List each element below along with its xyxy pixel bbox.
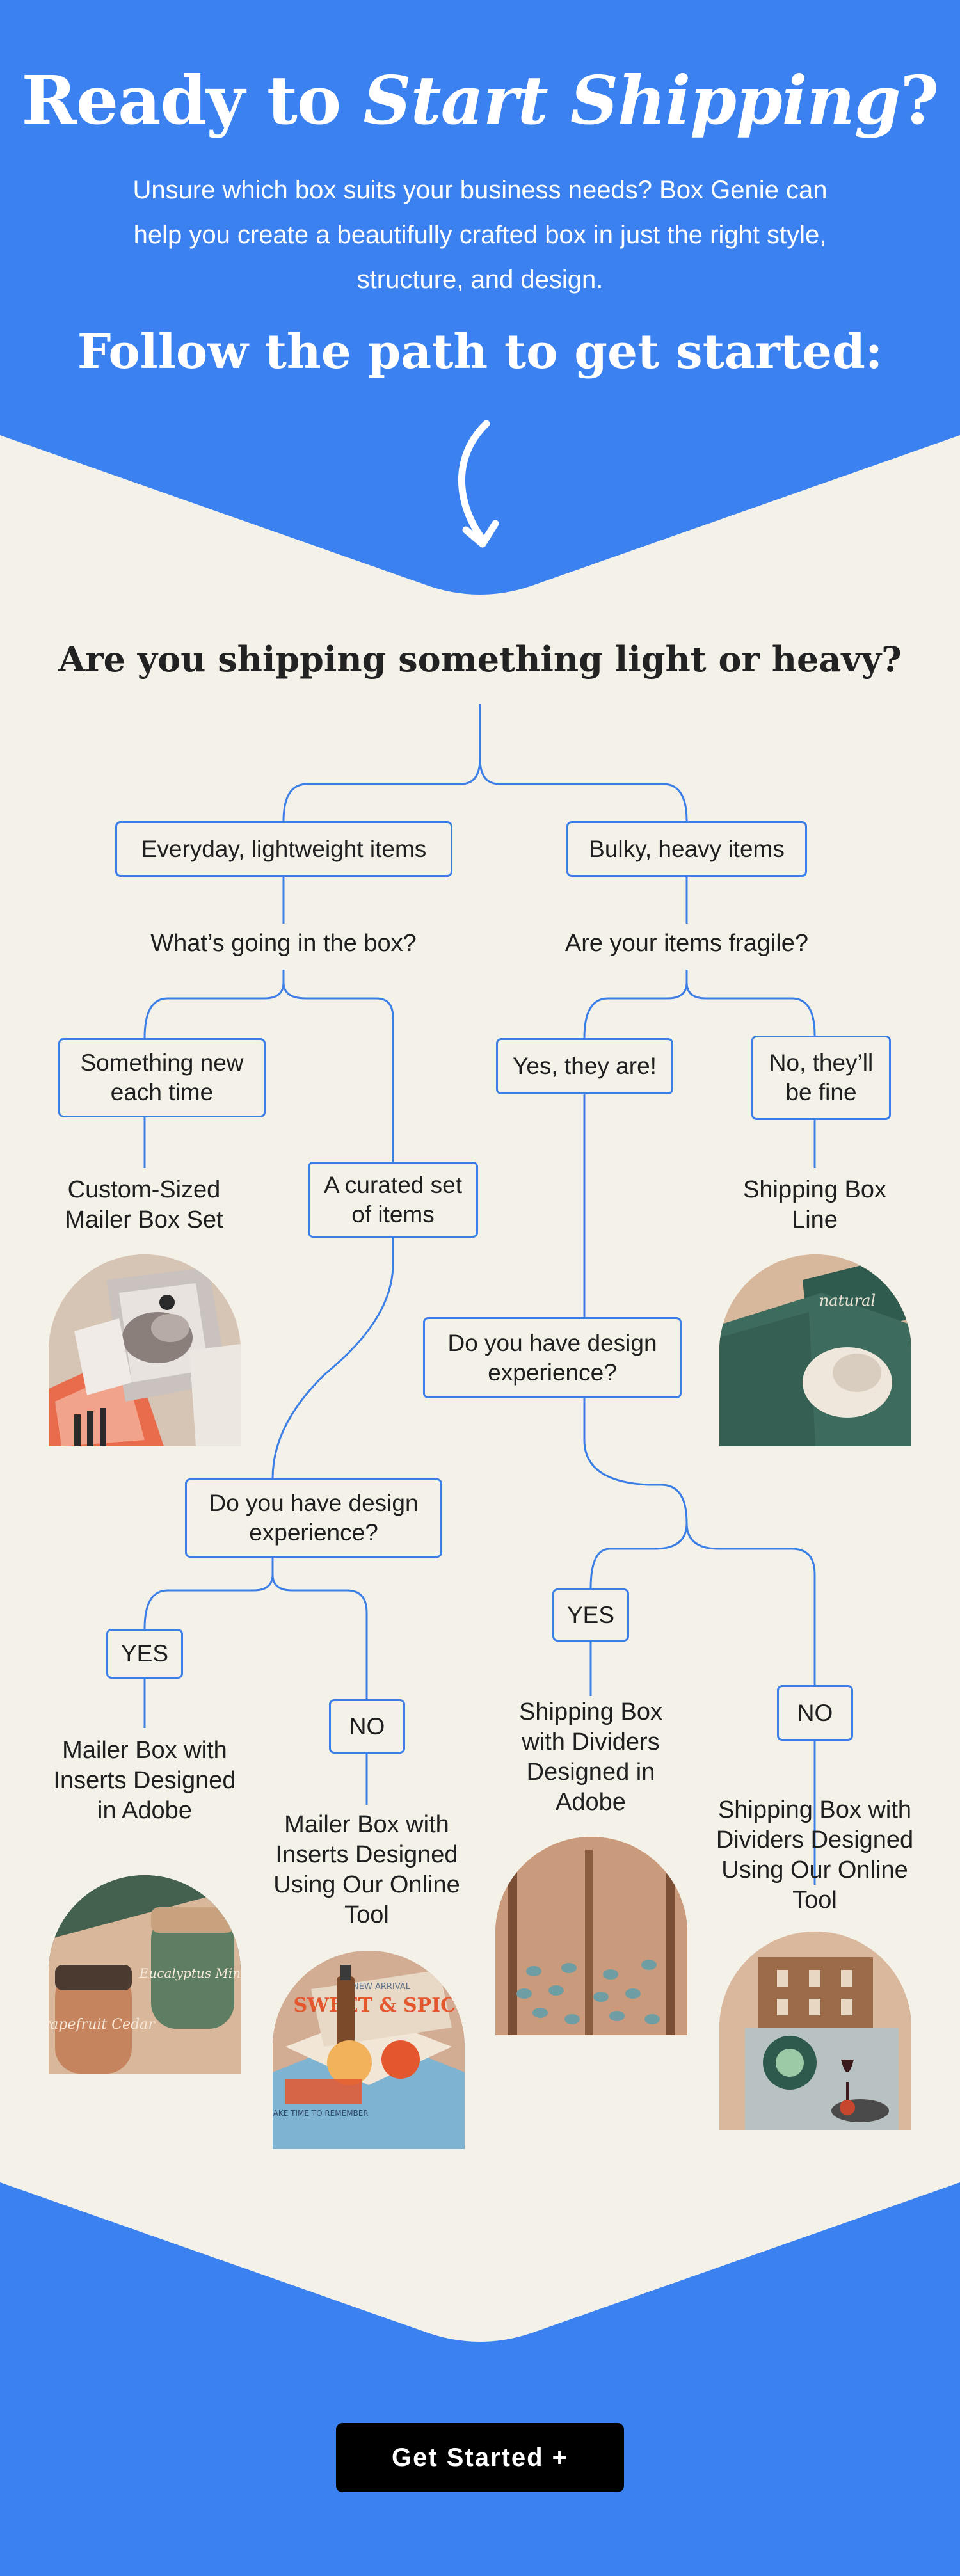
left-design-experience-question: Do you have design experience? (185, 1478, 442, 1558)
mailer-ribbon-text: NEW ARRIVAL (353, 1982, 411, 1992)
mailer-banner-text: SWEET & SPICY (294, 1994, 465, 2017)
result-shipping-dividers-online-tool: Shipping Box with Dividers Designed Usin… (716, 1796, 914, 1914)
shipping-box-line-image: natural (719, 1254, 911, 1446)
option-fragile-yes[interactable]: Yes, they are! (496, 1038, 673, 1094)
question-items-fragile: Are your items fragile? (546, 928, 828, 959)
jar-right-label: Eucalyptus Mint (139, 1965, 241, 1981)
hero-title: Ready to Start Shipping? (21, 61, 940, 140)
question-whats-in-box: What’s going in the box? (130, 928, 437, 959)
left-yes-option[interactable]: YES (106, 1629, 183, 1679)
get-started-button[interactable]: Get Started + (336, 2423, 624, 2492)
option-bulky-items[interactable]: Bulky, heavy items (566, 821, 807, 877)
right-yes-option[interactable]: YES (552, 1588, 629, 1642)
custom-mailer-box-image (49, 1254, 241, 1446)
green-box-brand-text: natural (819, 1292, 876, 1309)
option-curated-set[interactable]: A curated set of items (308, 1162, 478, 1238)
result-shipping-dividers-adobe: Shipping Box with Dividers Designed in A… (519, 1699, 662, 1816)
option-lightweight-items[interactable]: Everyday, lightweight items (115, 821, 452, 877)
option-fragile-no[interactable]: No, they’ll be fine (751, 1036, 891, 1120)
jar-left-label: Grapefruit Cedar (49, 2017, 156, 2033)
dividers-wine-box-image (719, 1932, 911, 2130)
right-design-experience-question: Do you have design experience? (423, 1317, 682, 1398)
right-no-option[interactable]: NO (777, 1685, 853, 1741)
follow-path-heading: Follow the path to get started: (77, 324, 883, 380)
curved-arrow-down-icon (458, 420, 499, 548)
main-question: Are you shipping something light or heav… (58, 639, 902, 680)
result-mailer-inserts-online-tool: Mailer Box with Inserts Designed Using O… (273, 1811, 460, 1928)
hero-subtitle: Unsure which box suits your business nee… (132, 176, 828, 294)
result-mailer-inserts-adobe: Mailer Box with Inserts Designed in Adob… (53, 1737, 236, 1824)
sweet-spicy-mailer-image: SWEET & SPICY NEW ARRIVAL MAKE TIME TO R… (273, 1951, 465, 2149)
patterned-shipping-box-image (495, 1837, 687, 2035)
result-custom-mailer-box-set: Custom-Sized Mailer Box Set (65, 1176, 223, 1233)
option-something-new[interactable]: Something new each time (58, 1038, 266, 1117)
left-no-option[interactable]: NO (329, 1699, 405, 1754)
jars-box-image: Grapefruit Cedar Eucalyptus Mint (49, 1875, 241, 2074)
mailer-side-text: MAKE TIME TO REMEMBER (273, 2109, 369, 2118)
result-shipping-box-line: Shipping Box Line (743, 1176, 886, 1233)
